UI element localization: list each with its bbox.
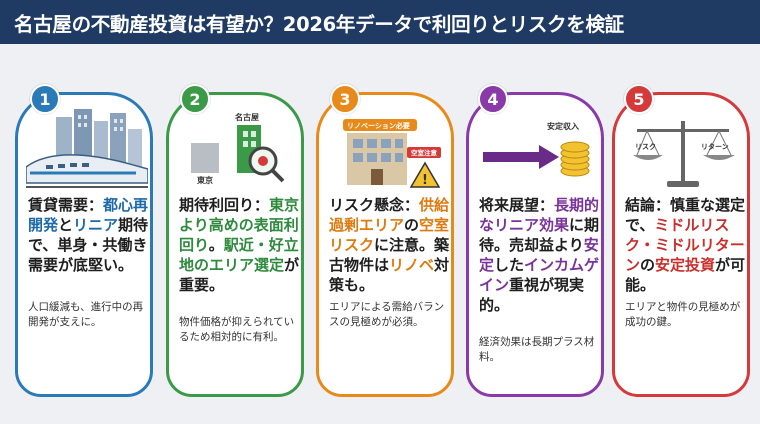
apartment-warning-illustration: リノベーション必要 空室注意 ! [343,119,441,188]
card-body: 経済効果は長期プラス材料。 [479,336,595,363]
card-heading: 賃貸需要：都心再開発とリニア期待で、単身・共働き需要が底堅い。 [28,195,150,275]
card-number-badge: 2 [180,84,210,114]
heading-text: 対策も。 [329,256,450,294]
card-body: エリアによる需給バランスの見極めが必須。 [329,301,445,328]
buildings-magnifier-illustration: 東京 名古屋 [191,112,285,185]
heading-highlight: リニア [73,216,119,234]
heading-label: 結論：慎重な選定で、 [625,196,746,234]
heading-highlight: リノベ [389,256,435,274]
heading-highlight: 安定投資 [655,256,716,274]
income-label: 安定収入 [547,121,579,131]
heading-text: 重視が現実的。 [479,276,585,314]
heading-highlight: 供給過剰エリア [329,196,450,234]
tokyo-label: 東京 [197,175,213,185]
heading-text: 。 [208,236,224,254]
renovation-tag: リノベーション必要 [347,121,410,130]
card-row: 賃貸需要：都心再開発とリニア期待で、単身・共働き需要が底堅い。 人口緩減も、進行… [0,44,760,424]
card-risk: リノベーション必要 空室注意 ! リスク懸念：供給過剰エリアの空室リスクに注意。… [316,92,454,397]
heading-highlight: ミドルリスク・ミドルリターン [625,216,745,274]
heading-text: した [494,256,525,274]
card-heading: 将来展望：長期的なリニア効果に期待。売却益より安定したインカムゲイン重視が現実的… [479,195,601,315]
city-train-illustration [26,109,148,188]
card-outlook: 安定収入 将来展望：長期的なリニア効果に期待。売却益より安定したインカムゲイン重… [466,92,604,397]
heading-text: が可能。 [625,256,746,294]
page-title: 名古屋の不動産投資は有望か？2026年データで利回りとリスクを検証 [0,0,760,44]
heading-text: に注意。築古物件は [329,236,450,274]
card-demand: 賃貸需要：都心再開発とリニア期待で、単身・共働き需要が底堅い。 人口緩減も、進行… [15,92,153,397]
card-heading: 期待利回り：東京より高めの表面利回り。駅近・好立地のエリア選定が重要。 [179,195,301,295]
balance-scale-illustration: リスク リターン [633,121,735,187]
heading-text: と [58,216,74,234]
card-number-badge: 5 [624,84,654,114]
arrow-coins-illustration: 安定収入 [483,121,590,177]
heading-highlight: インカムゲイン [479,256,600,294]
heading-label: 期待利回り： [179,196,270,214]
heading-label: リスク懸念： [329,196,420,214]
heading-highlight: 空室リスク [329,216,450,254]
heading-highlight: 駅近・好立地のエリア選定 [179,236,299,274]
card-yield: 東京 名古屋 期待利回り：東京より高めの表面利回り。駅近・好立地のエリア選定が重… [166,92,304,397]
card-body: エリアと物件の見極めが成功の鍵。 [625,301,741,328]
heading-label: 賃貸需要： [28,196,104,214]
risk-label: リスク [635,142,656,151]
vacancy-tag: 空室注意 [411,148,438,157]
heading-label: 将来展望： [479,196,555,214]
card-number-badge: 1 [30,84,60,114]
heading-text: 期待で、単身・共働き需要が底堅い。 [28,216,149,274]
card-heading: リスク懸念：供給過剰エリアの空室リスクに注意。築古物件はリノベ対策も。 [329,195,451,295]
heading-highlight: 都心再開発 [28,196,149,234]
card-number-badge: 3 [330,84,360,114]
heading-text: が重要。 [179,256,300,294]
card-number-badge: 4 [478,84,508,114]
nagoya-label: 名古屋 [235,112,259,122]
card-body: 人口緩減も、進行中の再開発が支えに。 [28,301,144,328]
heading-text: に期待。売却益より [479,216,600,254]
card-conclusion: リスク リターン 結論：慎重な選定で、ミドルリスク・ミドルリターンの安定投資が可… [612,92,750,397]
heading-text: の [404,216,420,234]
return-label: リターン [701,142,729,151]
heading-highlight: 長期的なリニア効果 [479,196,600,234]
heading-highlight: 安定 [479,236,599,274]
heading-highlight: 東京より高めの表面利回り [179,196,300,254]
card-body: 物件価格が抑えられているため相対的に有利。 [179,316,295,343]
svg-text:!: ! [422,173,428,188]
card-heading: 結論：慎重な選定で、ミドルリスク・ミドルリターンの安定投資が可能。 [625,195,747,295]
heading-text: の [640,256,656,274]
